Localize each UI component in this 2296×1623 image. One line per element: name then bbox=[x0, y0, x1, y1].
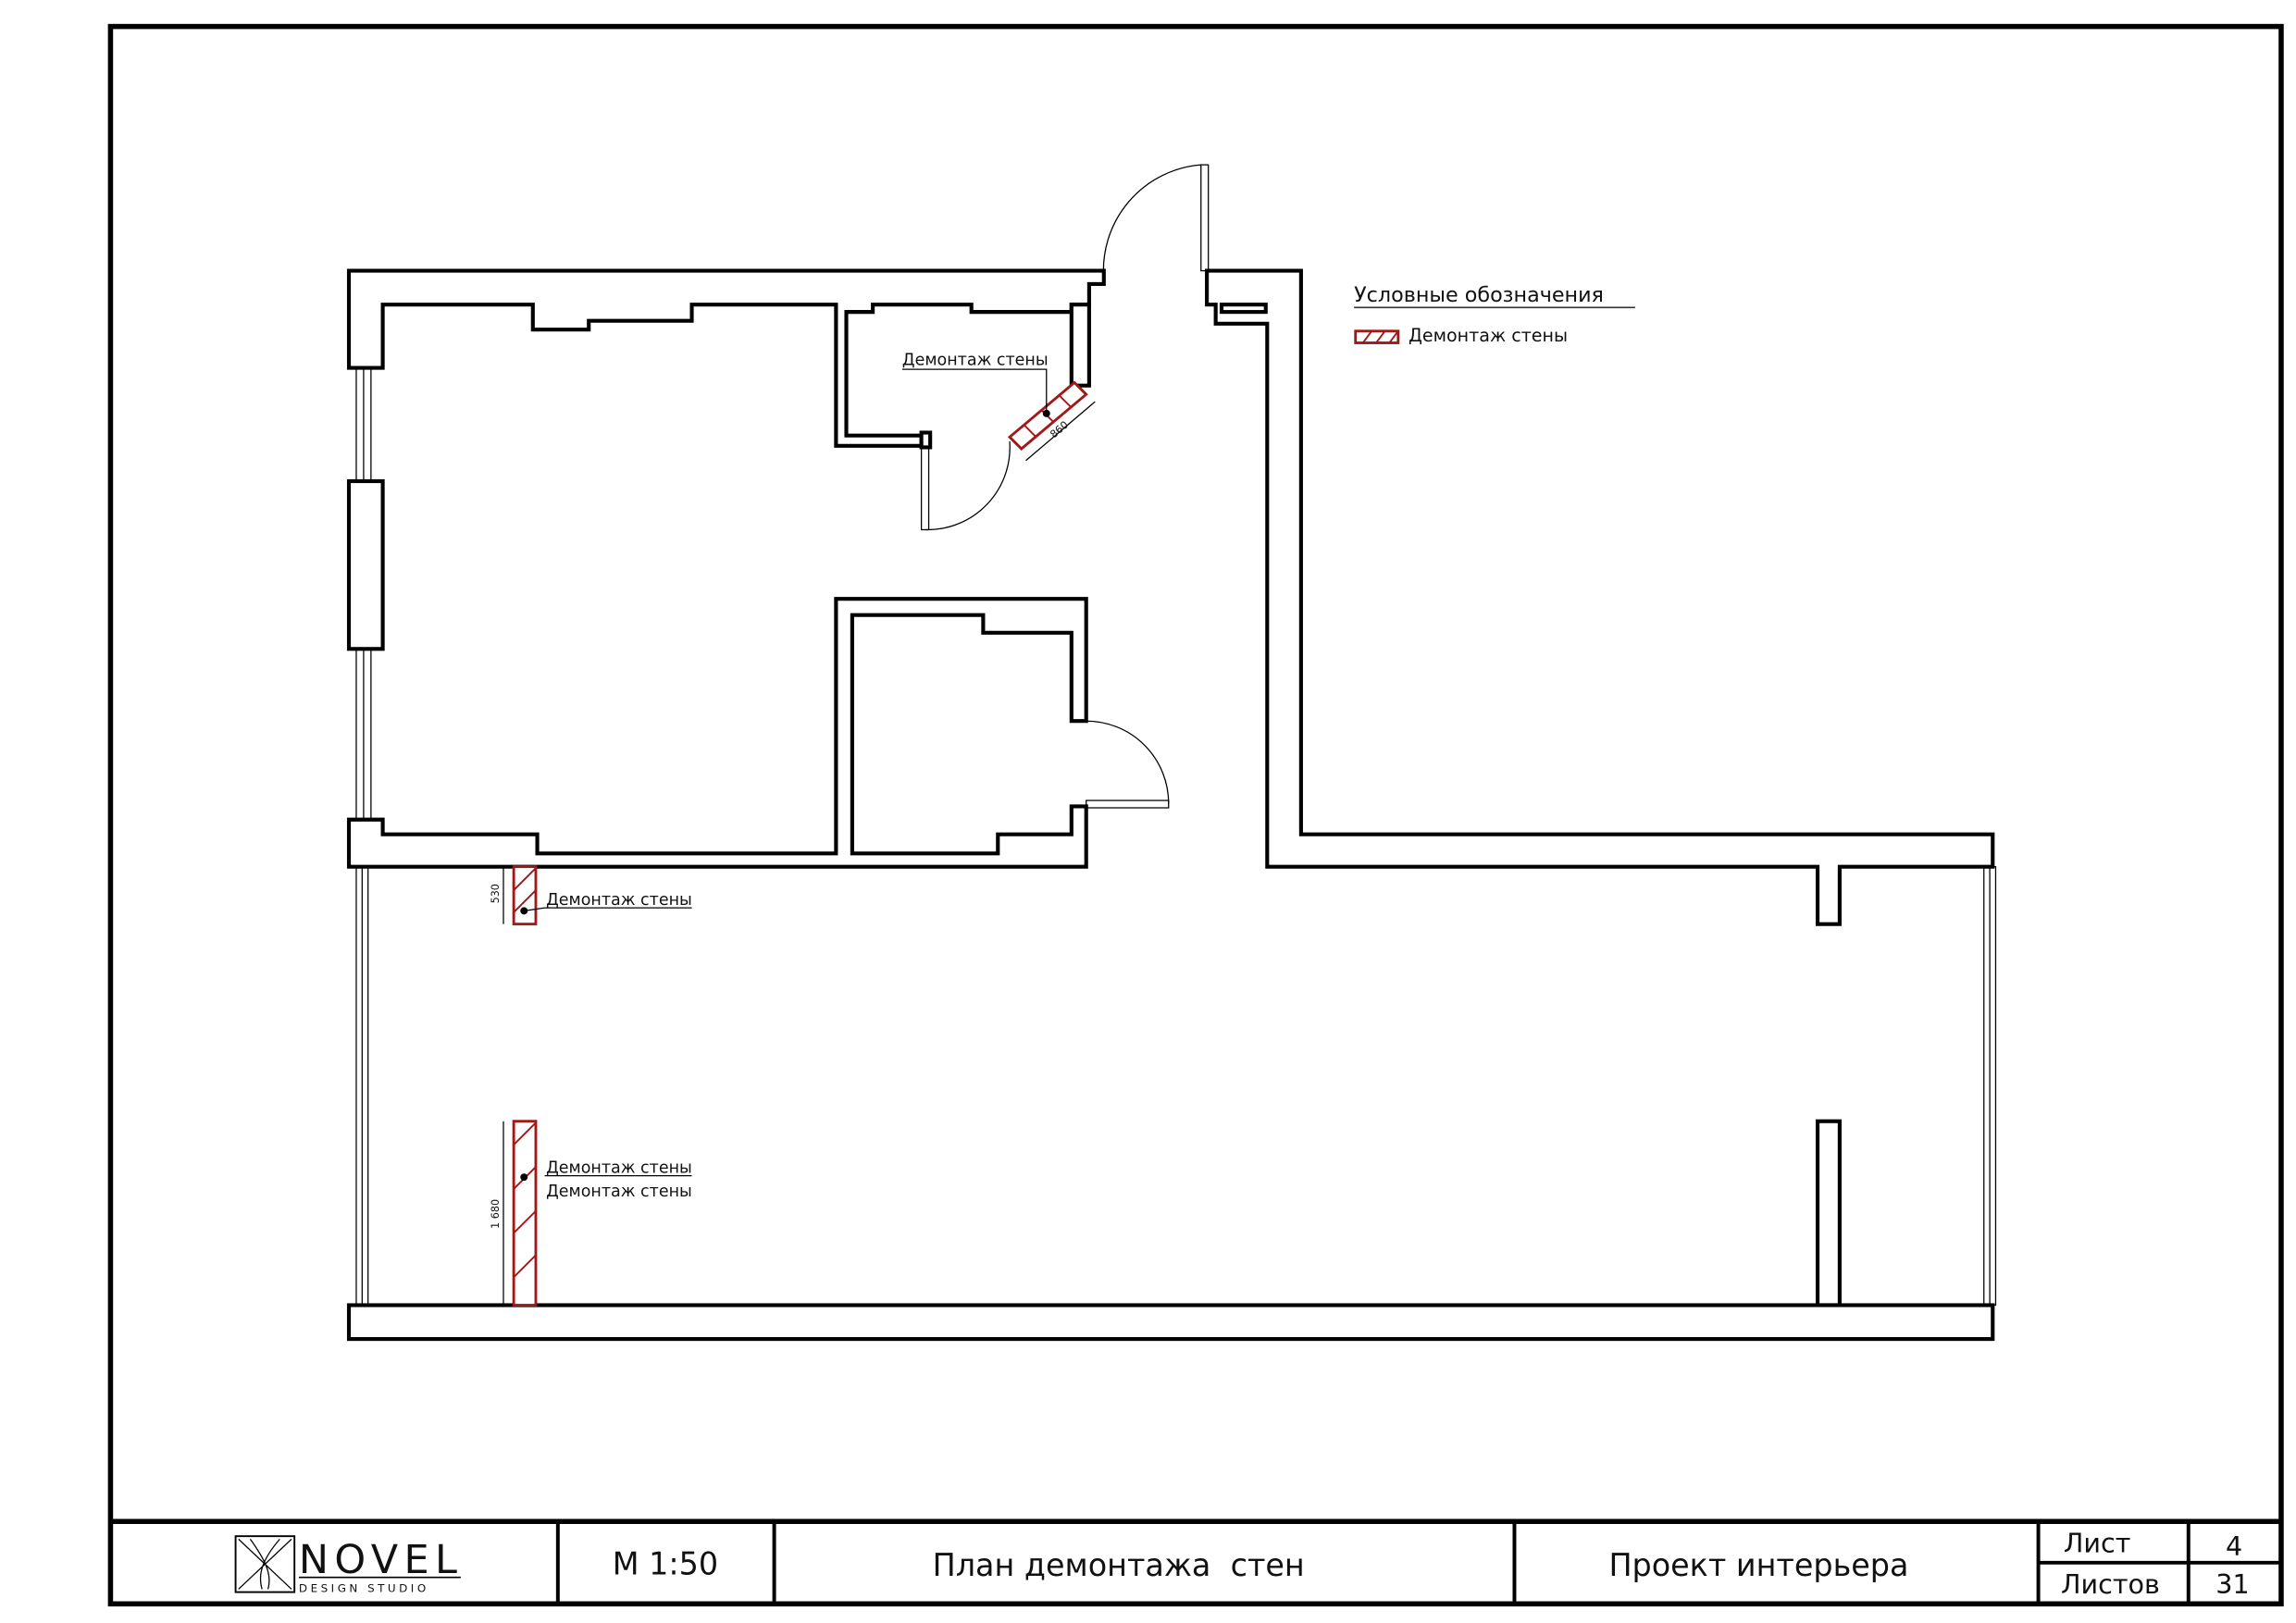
window-right bbox=[1983, 865, 1997, 1307]
sheet-label: Лист bbox=[2064, 1528, 2131, 1559]
demolition-label-middle: Демонтаж стены bbox=[546, 891, 692, 910]
wall-lower-pier bbox=[1815, 1119, 1842, 1307]
vent-shaft bbox=[1219, 303, 1268, 315]
demolition-label-upper: Демонтаж стены bbox=[902, 351, 1049, 369]
sheet-number: 4 bbox=[2226, 1530, 2242, 1562]
demolition-label-lower-2: Демонтаж стены bbox=[546, 1183, 692, 1201]
legend: Условные обозначения Демонтаж стены bbox=[1354, 283, 1635, 346]
wall-kitchen-partition bbox=[1069, 303, 1091, 388]
dimension-1680: 1 680 bbox=[490, 1199, 502, 1229]
window-bottom-left bbox=[355, 865, 369, 1307]
door-bathroom bbox=[1086, 720, 1170, 809]
svg-text:DESIGN STUDIO: DESIGN STUDIO bbox=[299, 1582, 429, 1595]
sheets-total: 31 bbox=[2215, 1568, 2249, 1600]
demolition-wall-middle: 530 Демонтаж стены bbox=[490, 865, 692, 926]
svg-text:NOVEL: NOVEL bbox=[299, 1537, 463, 1583]
legend-title: Условные обозначения bbox=[1354, 283, 1604, 307]
door-jamb bbox=[919, 430, 933, 450]
wall-bottom bbox=[346, 1303, 1995, 1342]
novel-logo: NOVEL DESIGN STUDIO bbox=[234, 1535, 463, 1595]
sheets-label: Листов bbox=[2061, 1568, 2160, 1600]
demolition-wall-lower: 1 680 Демонтаж стены Демонтаж стены bbox=[490, 1120, 692, 1307]
title-block: NOVEL DESIGN STUDIO М 1:50 План демонтаж… bbox=[110, 1518, 2281, 1604]
project-name: Проект интерьера bbox=[1608, 1547, 1908, 1583]
floor-plan: 860 Демонтаж стены 530 Демонтаж стены 1 … bbox=[346, 164, 1997, 1342]
window-left-lower bbox=[355, 648, 372, 821]
scale: М 1:50 bbox=[613, 1546, 718, 1582]
drawing-title: План демонтажа стен bbox=[933, 1547, 1305, 1583]
door-entrance bbox=[1102, 164, 1210, 280]
legend-item-label: Демонтаж стены bbox=[1409, 326, 1568, 346]
door-kitchen bbox=[920, 441, 1011, 531]
demolition-wall-diagonal: 860 Демонтаж стены bbox=[901, 351, 1096, 462]
dimension-530: 530 bbox=[490, 884, 502, 903]
sheet-frame bbox=[107, 23, 2284, 1607]
wall-middle-horizontal bbox=[346, 597, 1088, 869]
window-left-upper bbox=[355, 366, 372, 482]
wall-right-corridor bbox=[1205, 268, 1995, 926]
wall-left-pier bbox=[346, 478, 385, 651]
demolition-label-lower-1: Демонтаж стены bbox=[546, 1158, 692, 1177]
